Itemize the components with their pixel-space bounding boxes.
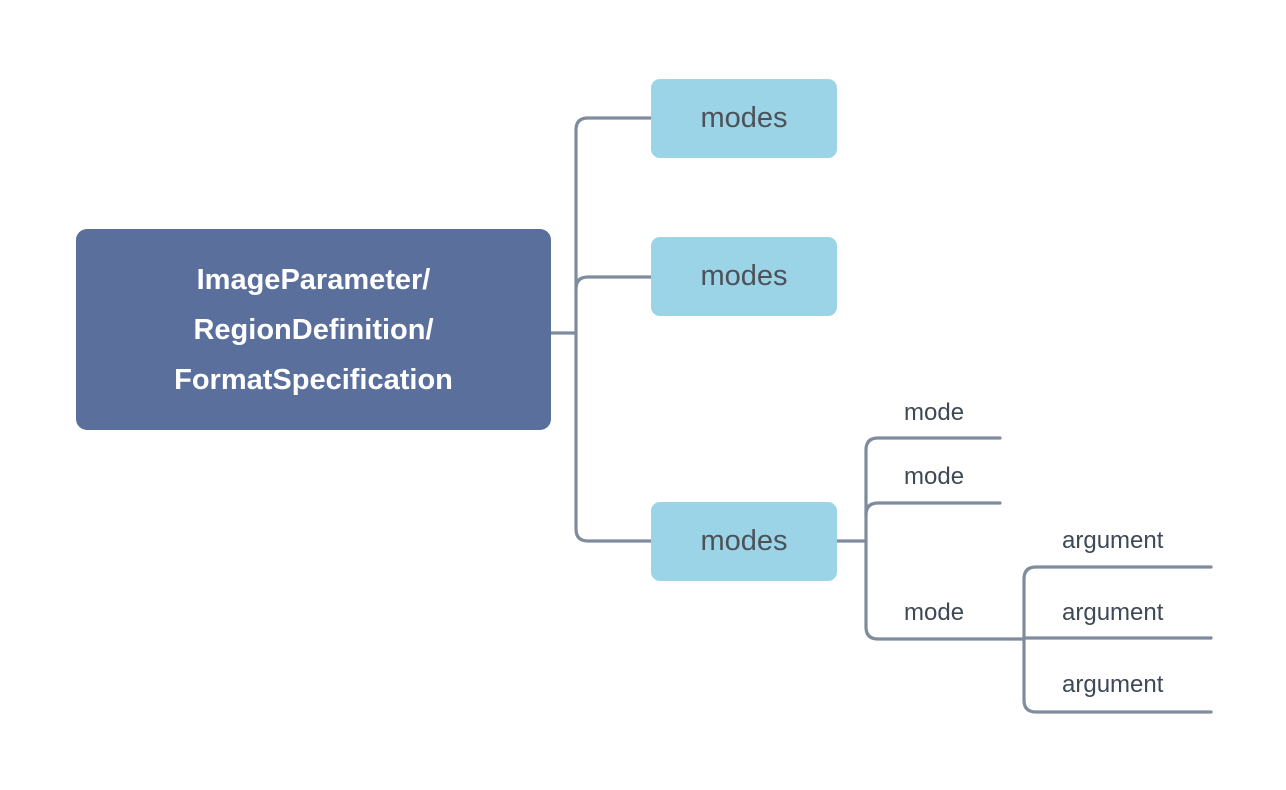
child-node-label-2[interactable]: modes xyxy=(700,260,788,292)
leaf-node-label-argument-2[interactable]: argument xyxy=(1062,599,1164,626)
child-node-box-3[interactable] xyxy=(651,502,837,581)
connector-level2-branch-middle xyxy=(864,501,1002,517)
child-node-box-1[interactable] xyxy=(651,79,837,158)
root-node-box[interactable] xyxy=(76,229,551,430)
leaf-node-label-argument-1[interactable]: argument xyxy=(1062,527,1164,554)
leaf-node-label-mode-1[interactable]: mode xyxy=(904,399,965,426)
connector-level1-trunk-outer xyxy=(574,116,653,543)
child-node-label-3[interactable]: modes xyxy=(700,525,788,557)
connector-level1-branch-middle xyxy=(574,275,653,291)
leaf-node-label-mode-3[interactable]: mode xyxy=(904,599,965,626)
leaf-node-label-argument-3[interactable]: argument xyxy=(1062,671,1164,698)
leaf-node-label-mode-2[interactable]: mode xyxy=(904,463,965,490)
connector-level2-trunk-outer xyxy=(864,436,1026,641)
child-node-label-1[interactable]: modes xyxy=(700,102,788,134)
child-node-box-2[interactable] xyxy=(651,237,837,316)
